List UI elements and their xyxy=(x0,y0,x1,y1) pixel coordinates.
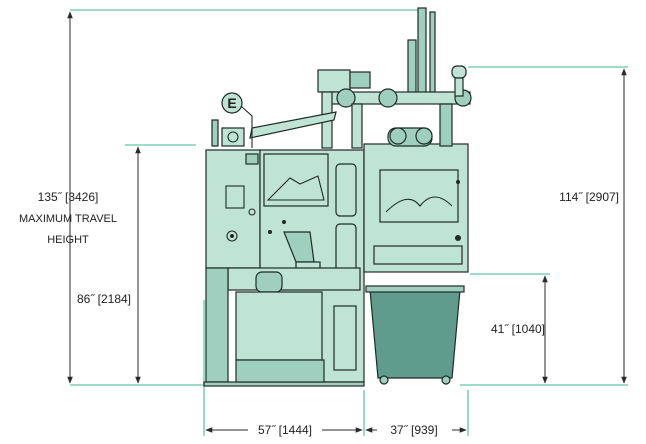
pulley-mid xyxy=(378,88,398,108)
cabinet-height-label: 86˝ [2184] xyxy=(77,292,131,306)
indicator-panel-top xyxy=(335,163,357,217)
left-lower-panel xyxy=(205,267,229,383)
arm-post-right xyxy=(351,103,363,149)
lower-door xyxy=(333,305,357,371)
bin-rim xyxy=(365,285,465,293)
pulley-left xyxy=(336,88,356,108)
hopper-window xyxy=(263,153,329,207)
machine-illustration xyxy=(203,7,472,387)
base-skid xyxy=(203,381,365,387)
callout-e-bubble xyxy=(221,92,243,114)
pump-motor xyxy=(255,271,283,293)
motor-cap xyxy=(349,71,371,89)
extension-lines xyxy=(70,9,628,436)
bin-wheel-right xyxy=(441,375,451,385)
right-trough xyxy=(373,245,463,265)
max-travel-height-line2: MAXIMUM TRAVEL xyxy=(19,213,117,225)
pump-shelf xyxy=(227,267,361,291)
left-width-label: 57˝ [1444] xyxy=(258,423,312,437)
lift-mast xyxy=(417,7,427,99)
tank xyxy=(235,291,323,361)
max-travel-height-line3: HEIGHT xyxy=(47,234,89,246)
right-width-label: 37˝ [939] xyxy=(390,423,437,437)
right-window xyxy=(379,169,459,223)
lift-mast-rail xyxy=(429,11,436,99)
callout-e: E xyxy=(221,92,253,148)
bin-wheel-left xyxy=(379,375,389,385)
max-travel-height-line1: 135˝ [3426] xyxy=(38,190,99,204)
right-upright xyxy=(439,103,453,147)
collection-bin xyxy=(369,289,461,379)
right-height-label: 114˝ [2907] xyxy=(559,190,619,204)
bin-height-label: 41˝ [1040] xyxy=(491,322,545,336)
tank-base xyxy=(235,359,325,383)
top-bracket xyxy=(221,127,245,147)
dimension-lines xyxy=(67,11,627,433)
tie-bar xyxy=(249,111,337,139)
beacon-post xyxy=(454,77,464,97)
top-post xyxy=(211,119,219,147)
callout-e-label: E xyxy=(227,95,236,111)
dimension-labels: 135˝ [3426] MAXIMUM TRAVEL HEIGHT 86˝ [2… xyxy=(19,190,619,437)
beacon xyxy=(451,65,467,79)
lift-mast-inner xyxy=(407,39,417,101)
